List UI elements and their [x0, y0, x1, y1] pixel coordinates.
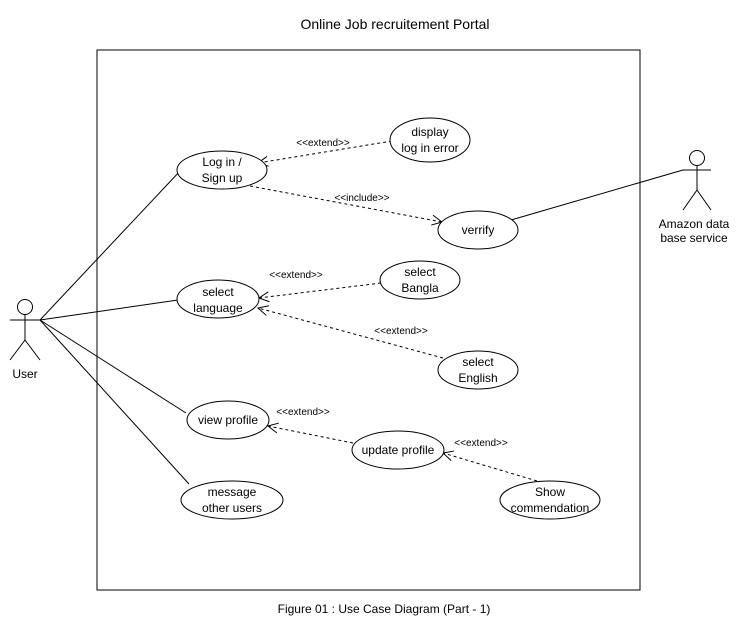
relation-label-include-verify: <<include>> [334, 193, 389, 204]
svg-text:verrify: verrify [462, 223, 495, 237]
system-boundary [96, 49, 641, 591]
association-user-login [39, 169, 182, 321]
use-case-view-profile: view profile [186, 400, 270, 440]
association-amazon-verify [510, 169, 684, 221]
extend-update-profile-to-view-profile [268, 426, 354, 444]
associations [39, 169, 684, 485]
svg-text:Show: Show [535, 485, 565, 499]
svg-text:Bangla: Bangla [401, 281, 439, 295]
svg-text:display: display [411, 125, 448, 139]
actor-user [9, 299, 41, 361]
svg-text:select: select [462, 355, 494, 369]
use-case-select-language: select language [176, 279, 260, 319]
svg-text:update profile: update profile [362, 443, 435, 457]
association-user-select-language [39, 299, 179, 321]
figure-caption: Figure 01 : Use Case Diagram (Part - 1) [278, 602, 491, 616]
extend-commendation-to-update-profile [443, 453, 538, 482]
svg-text:commendation: commendation [511, 501, 590, 515]
include-login-to-verify [249, 185, 442, 222]
extend-english-to-select-language [258, 308, 444, 359]
relation-label-extend-bangla: <<extend>> [269, 270, 323, 281]
svg-text:Log in /: Log in / [202, 155, 242, 169]
relation-label-extend-english: <<extend>> [374, 326, 428, 337]
extend-display-error-to-login [258, 140, 393, 163]
actor-amazon-label-line1: Amazon data [659, 217, 730, 231]
svg-text:log in error: log in error [401, 141, 458, 155]
use-case-select-bangla: select Bangla [379, 260, 461, 300]
dependencies [249, 140, 538, 482]
svg-text:view profile: view profile [198, 413, 258, 427]
use-case-message-users: message other users [180, 480, 284, 520]
svg-text:Sign up: Sign up [202, 171, 243, 185]
svg-text:message: message [208, 485, 257, 499]
use-case-display-error: display log in error [389, 117, 471, 163]
relation-label-extend-update-profile: <<extend>> [276, 407, 330, 418]
actor-amazon-database-service [682, 150, 712, 211]
svg-text:other users: other users [202, 501, 262, 515]
extend-bangla-to-select-language [259, 282, 382, 298]
use-case-select-english: select English [437, 350, 519, 390]
svg-text:select: select [202, 285, 234, 299]
association-user-view-profile [39, 319, 187, 414]
association-user-message-users [39, 319, 190, 485]
use-case-show-commendation: Show commendation [499, 480, 601, 520]
use-case-login: Log in / Sign up [176, 150, 268, 190]
relation-label-extend-display-error: <<extend>> [296, 138, 350, 149]
use-case-update-profile: update profile [351, 430, 445, 470]
svg-text:English: English [458, 371, 497, 385]
diagram-title: Online Job recruitement Portal [300, 16, 489, 32]
svg-text:select: select [404, 265, 436, 279]
actor-user-label: User [12, 367, 37, 381]
actor-amazon-label-line2: base service [660, 231, 728, 245]
svg-text:language: language [193, 301, 243, 315]
relation-label-extend-commendation: <<extend>> [454, 438, 508, 449]
use-case-verify: verrify [437, 210, 519, 250]
